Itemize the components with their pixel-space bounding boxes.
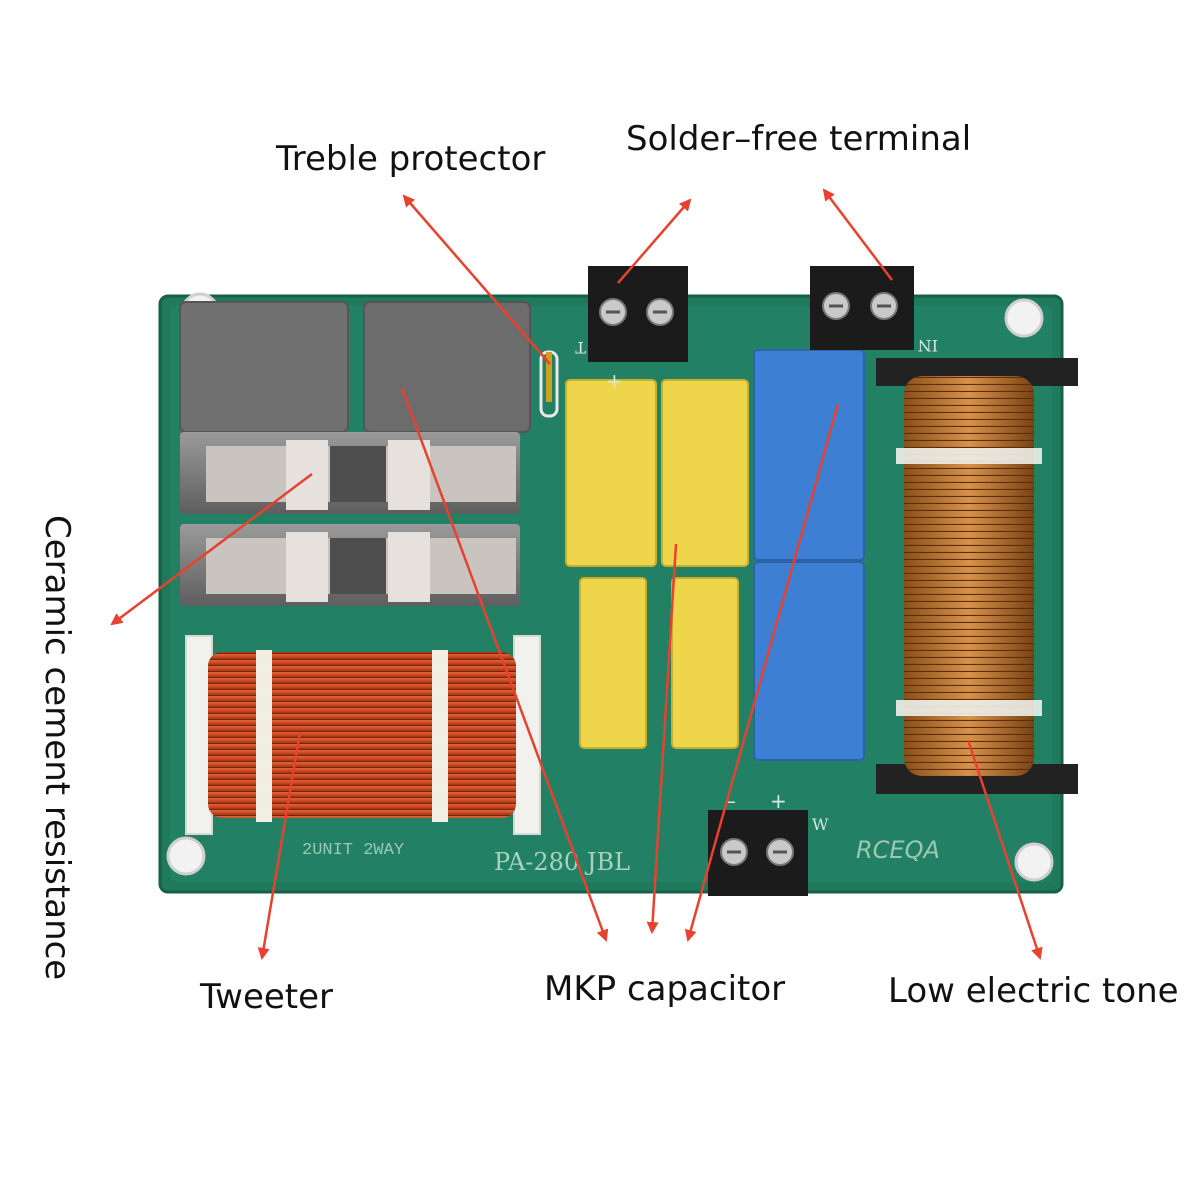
arrow-ceramic-resistance [110, 473, 313, 626]
silkscreen-model: PA-280 JBL [494, 848, 630, 876]
arrow-solder-free-right [822, 188, 893, 281]
silkscreen-plus-t: + [606, 369, 623, 393]
standoff [1004, 298, 1044, 338]
terminal-block-w [708, 810, 808, 896]
arrow-solder-free-left [617, 198, 692, 284]
arrow-treble-protector [402, 194, 551, 365]
standoff [166, 836, 206, 876]
label-mkp-capacitor: MKP capacitor [544, 969, 786, 1009]
terminal-block-t [588, 266, 688, 362]
gray-capacitor [363, 301, 531, 433]
blue-mkp-capacitor [753, 561, 865, 761]
silkscreen-brand: RCEQA [856, 836, 940, 864]
standoff [1014, 842, 1054, 882]
yellow-mkp-capacitor [671, 577, 739, 749]
arrow-low-electric-tone [966, 739, 1043, 960]
label-tweeter: Tweeter [200, 977, 334, 1017]
label-ceramic-cement-resistance: Ceramic cement resistance [37, 515, 77, 981]
arrow-mkp-gray [400, 387, 609, 942]
fuse-pin [546, 352, 552, 402]
silkscreen-config: 2UNIT 2WAY [302, 841, 404, 860]
annotation-arrows [110, 188, 1043, 960]
label-solder-free-terminal: Solder–free terminal [626, 119, 972, 159]
silkscreen-minus-w: – [726, 789, 736, 813]
blue-mkp-capacitor [753, 349, 865, 561]
gray-capacitor [179, 301, 349, 433]
ceramic-resistor [180, 524, 520, 606]
arrow-mkp-blue [684, 403, 840, 942]
silkscreen-terminal-w: W [812, 815, 829, 834]
terminal-block-in [810, 266, 914, 350]
yellow-mkp-capacitor [565, 379, 657, 567]
silkscreen-plus-w: + [770, 789, 787, 813]
label-treble-protector: Treble protector [276, 139, 546, 179]
yellow-mkp-capacitor [661, 379, 749, 567]
tweeter-coil [185, 635, 541, 835]
low-frequency-coil [876, 358, 1078, 794]
silkscreen-terminal-in: IN [918, 336, 938, 355]
label-low-electric-tone: Low electric tone [888, 971, 1179, 1011]
ceramic-resistor [180, 432, 520, 514]
arrow-tweeter [257, 731, 302, 960]
yellow-mkp-capacitor [579, 577, 647, 749]
arrow-mkp-yellow [646, 543, 678, 934]
silkscreen-terminal-t: T [575, 338, 586, 357]
